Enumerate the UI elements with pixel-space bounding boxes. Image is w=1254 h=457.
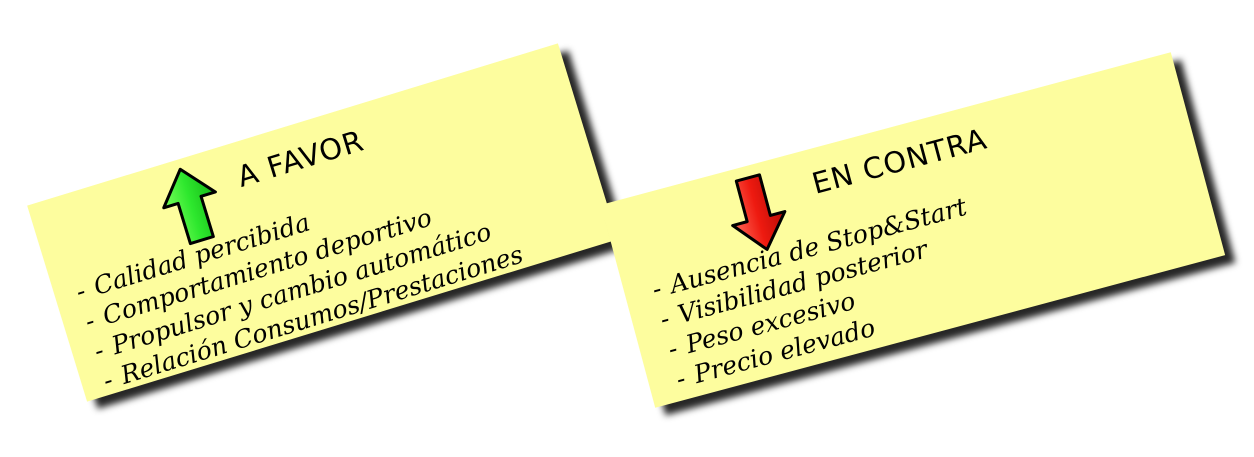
cons-note: EN CONTRA -Ausencia de Stop&Start -Visib… <box>600 52 1226 408</box>
pros-note: A FAVOR -Calidad percibida -Comportamien… <box>27 43 618 402</box>
cons-heading: EN CONTRA <box>808 121 991 201</box>
pros-list: -Calidad percibida -Comportamiento depor… <box>72 150 527 396</box>
arrow-up-icon <box>162 167 217 246</box>
pros-heading: A FAVOR <box>233 123 368 194</box>
cons-list: -Ausencia de Stop&Start -Visibilidad pos… <box>649 191 995 395</box>
arrow-down-icon <box>731 173 787 251</box>
